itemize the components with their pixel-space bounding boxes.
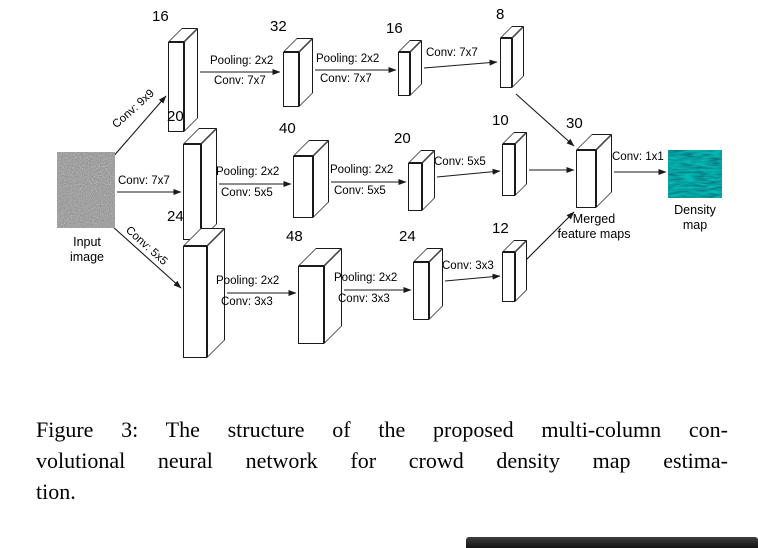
- caption-line: tion.: [36, 479, 76, 504]
- input-image-label: Input image: [47, 235, 127, 265]
- density-label-line2: map: [682, 218, 708, 232]
- block-channels: 40: [279, 120, 296, 137]
- block-channels: 20: [394, 130, 411, 147]
- arrow-row3-edge3: [444, 273, 501, 282]
- density-label-line1: Density: [674, 203, 716, 217]
- block-channels: 48: [286, 228, 303, 245]
- block-channels: 20: [167, 108, 184, 125]
- figure-caption: Figure 3: The structure of the proposed …: [36, 414, 728, 507]
- density-map-image: [668, 150, 722, 198]
- block-channels: 16: [152, 8, 169, 25]
- pooling-label: Pooling: 2x2: [210, 55, 274, 67]
- cropped-element-below: [466, 537, 758, 548]
- conv-label: Conv: 5x5: [434, 156, 486, 168]
- pooling-label: Pooling: 2x2: [316, 53, 380, 65]
- conv-label-output: Conv: 1x1: [612, 151, 664, 163]
- density-map-label: Density map: [649, 203, 741, 233]
- block-channels: 24: [399, 228, 416, 245]
- conv-label: Conv: 7x7: [320, 73, 372, 85]
- pooling-label: Pooling: 2x2: [330, 164, 394, 176]
- input-label-line2: image: [69, 250, 105, 264]
- block-channels: 30: [566, 115, 583, 132]
- input-image: [57, 152, 115, 228]
- pooling-label: Pooling: 2x2: [334, 272, 398, 284]
- merged-label: Merged feature maps: [544, 212, 644, 242]
- block-channels: 16: [386, 20, 403, 37]
- block-channels: 32: [270, 18, 287, 35]
- conv-label-branch2: Conv: 7x7: [118, 175, 170, 187]
- conv-label-branch1: Conv: 9x9: [110, 87, 157, 131]
- conv-label: Conv: 5x5: [221, 187, 273, 199]
- block-channels: 12: [492, 220, 509, 237]
- caption-line: volutional neural network for crowd dens…: [36, 448, 728, 473]
- merged-label-line2: feature maps: [557, 227, 631, 241]
- conv-label: Conv: 7x7: [214, 75, 266, 87]
- conv-label: Conv: 7x7: [426, 47, 478, 59]
- arrow-row1-edge3: [423, 59, 498, 69]
- arrow-row2-edge3: [436, 168, 501, 178]
- conv-label: Conv: 3x3: [442, 260, 494, 272]
- conv-label: Conv: 5x5: [334, 185, 386, 197]
- block-channels: 24: [167, 208, 184, 225]
- conv-label: Conv: 3x3: [221, 296, 273, 308]
- conv-label: Conv: 3x3: [338, 293, 390, 305]
- block-channels: 8: [496, 6, 505, 23]
- pooling-label: Pooling: 2x2: [216, 275, 280, 287]
- input-label-line1: Input: [73, 235, 101, 249]
- caption-line: Figure 3: The structure of the proposed …: [36, 417, 728, 442]
- pooling-label: Pooling: 2x2: [216, 166, 280, 178]
- block-channels: 10: [492, 112, 509, 129]
- merged-label-line1: Merged: [572, 212, 616, 226]
